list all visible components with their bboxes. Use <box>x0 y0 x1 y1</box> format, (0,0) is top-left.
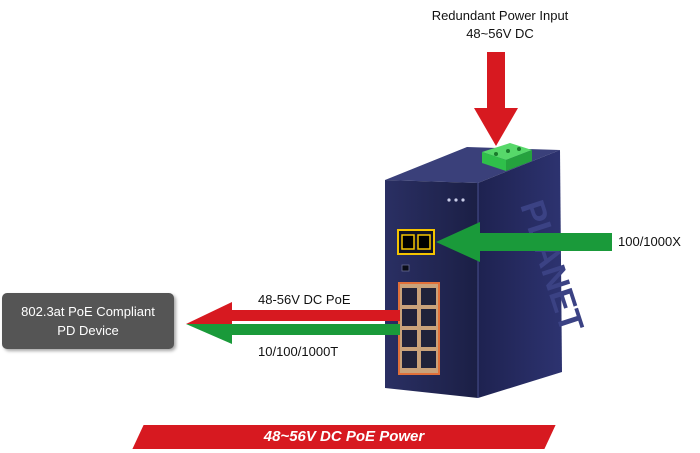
pd-device-box: 802.3at PoE Compliant PD Device <box>2 293 174 349</box>
poe-power-arrow <box>186 302 400 324</box>
switch-side-face <box>478 150 562 398</box>
ethernet-speed-label: 10/100/1000T <box>258 344 339 359</box>
poe-power-banner-text: 48~56V DC PoE Power <box>263 428 425 445</box>
rj45-ports <box>398 282 440 375</box>
poe-power-label: 48-56V DC PoE <box>258 292 351 307</box>
redundant-power-voltage: 48~56V DC <box>466 26 534 41</box>
pd-device-line2: PD Device <box>57 323 119 338</box>
fiber-port-label: 100/1000X <box>618 234 681 249</box>
terminal-block <box>482 143 532 171</box>
pd-device-line1: 802.3at PoE Compliant <box>21 304 155 319</box>
redundant-power-title: Redundant Power Input <box>431 8 569 23</box>
industrial-switch: PLANET <box>385 143 591 398</box>
status-led <box>447 198 451 202</box>
sfp-ports <box>397 229 435 255</box>
status-led <box>461 198 465 202</box>
fiber-data-arrow <box>436 222 612 262</box>
redundant-power-arrow <box>474 52 518 146</box>
ethernet-data-arrow <box>186 324 400 344</box>
status-led <box>454 198 458 202</box>
reset-button <box>401 264 410 272</box>
